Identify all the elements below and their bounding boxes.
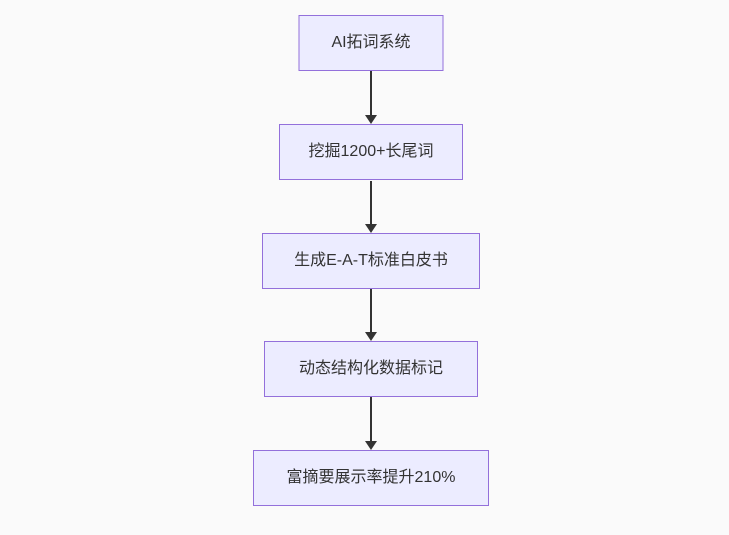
arrowhead-down-icon — [365, 224, 377, 233]
flowchart-node-longtail-keywords: 挖掘1200+长尾词 — [279, 124, 463, 180]
flowchart-node-eat-whitepaper: 生成E-A-T标准白皮书 — [262, 233, 480, 289]
arrow-down-1 — [365, 71, 377, 124]
flowchart-node-ai-system: AI拓词系统 — [298, 15, 444, 71]
arrowhead-down-icon — [365, 115, 377, 124]
node-label: 挖掘1200+长尾词 — [308, 143, 434, 160]
node-label: 动态结构化数据标记 — [298, 360, 443, 377]
node-label: 富摘要展示率提升210% — [286, 469, 456, 486]
arrow-down-2 — [365, 181, 377, 233]
arrow-down-3 — [365, 289, 377, 341]
arrowhead-down-icon — [365, 332, 377, 341]
arrow-down-4 — [365, 397, 377, 450]
arrow-line — [370, 71, 372, 116]
arrow-line — [370, 181, 372, 225]
node-label: 生成E-A-T标准白皮书 — [294, 252, 448, 269]
node-label: AI拓词系统 — [331, 34, 411, 51]
flowchart-node-rich-snippet-result: 富摘要展示率提升210% — [253, 450, 489, 506]
arrowhead-down-icon — [365, 441, 377, 450]
arrow-line — [370, 289, 372, 333]
arrow-line — [370, 397, 372, 442]
flowchart-node-structured-data: 动态结构化数据标记 — [264, 341, 478, 397]
